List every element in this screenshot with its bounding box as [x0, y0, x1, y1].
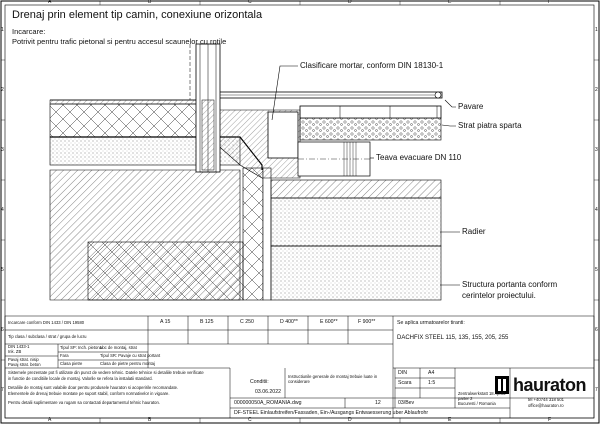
- scale-label: Scara: [398, 380, 412, 386]
- border-number: 4: [1, 207, 4, 213]
- border-number: 1: [595, 27, 598, 33]
- company-mail: office@hauraton.ro: [528, 403, 564, 408]
- load-class-row-label: Incarcare conform DIN 1433 / DIN 19580: [8, 320, 85, 325]
- din-item-right: Clasa de pietre pentru montaj: [100, 361, 155, 366]
- border-letter: B: [148, 0, 152, 5]
- din-value: A4: [428, 370, 435, 376]
- din-item: DIN 1433-1: [8, 344, 30, 349]
- title-block: [4, 315, 595, 419]
- border-number: 5: [595, 267, 598, 273]
- border-letter: B: [148, 417, 152, 423]
- class-d400: D 400**: [280, 319, 298, 325]
- border-number: 3: [1, 147, 4, 153]
- callout-foundation: Radier: [462, 227, 486, 236]
- company-address: Bucuresti / Romania: [458, 401, 496, 406]
- company-address: parter 2: [458, 396, 473, 401]
- border-number: 4: [595, 207, 598, 213]
- load-text: Potrivit pentru trafic pietonal si pentr…: [12, 37, 227, 46]
- drawing-title: Drenaj prin element tip camin, conexiune…: [12, 9, 263, 21]
- note-line: Pentru detalii suplimentare va rugam sa …: [8, 400, 161, 405]
- note-line: in functie de conditiile locale de monta…: [8, 376, 153, 381]
- footer-text: DF-STEEL Einlaufstreifen/Fassaden, Ein-/…: [234, 410, 429, 416]
- section-drawing: [49, 43, 460, 301]
- callout-structure-2: cerintelor proiectului.: [462, 291, 536, 300]
- din-item: Ink. ZB: [8, 349, 22, 354]
- class-c250: C 250: [240, 319, 254, 325]
- note-line: Elementele de drenaj trebuie montate pe …: [8, 391, 170, 396]
- callout-mortar: Clasificare mortar, conform DIN 18130-1: [300, 61, 444, 70]
- din-item: Tipul SP: Inch. pietonal: [60, 345, 103, 350]
- callout-gravel: Strat piatra sparta: [458, 121, 522, 130]
- border-letter: A: [48, 417, 52, 423]
- border-number: 3: [595, 147, 598, 153]
- drawing-date: 03.06.2022: [255, 389, 281, 395]
- applies-to-title: Se aplica urmatoarelor tiranti:: [397, 320, 465, 326]
- border-letter: C: [248, 0, 252, 5]
- border-number: 6: [1, 327, 4, 333]
- file-name: 000000050A_ROMANIA.dwg: [234, 400, 302, 406]
- din-item: Fara: [60, 353, 69, 358]
- callout-paving: Pavare: [458, 102, 484, 111]
- border-letter: C: [248, 417, 252, 423]
- border-number: 1: [1, 27, 4, 33]
- type-row-label: Tip clasa / subclasa / strat / grupa de …: [8, 334, 87, 339]
- load-label: Incarcare:: [12, 27, 46, 36]
- border-letter: F: [548, 0, 552, 5]
- din-item-right: Tipul SR: Pavaje cu strat portant: [100, 353, 161, 358]
- class-a15: A 15: [160, 319, 171, 325]
- conditions-label: Conditii:: [250, 379, 269, 385]
- border-letter: A: [48, 0, 52, 5]
- border-number: 6: [595, 327, 598, 333]
- din-item-right: Loc de montaj, strat: [100, 345, 137, 350]
- company-logo: hauraton: [513, 375, 587, 395]
- instructions-text: Instructiunile generale de montaj trebui…: [288, 374, 378, 385]
- border-number: 2: [1, 87, 4, 93]
- class-f900: F 900**: [358, 319, 376, 325]
- note-line: Detaliile de montaj sunt valabile doar p…: [8, 385, 179, 390]
- note-line: Sistemele prezentate pot fi utilizate di…: [8, 370, 204, 375]
- border-number: 7: [595, 387, 598, 393]
- scale-value: 1:5: [428, 380, 436, 386]
- class-b125: B 125: [200, 319, 214, 325]
- callout-pipe: Teava evacuare DN 110: [376, 153, 462, 162]
- logo-mark-icon: [495, 376, 509, 394]
- din-item: Pavaj strat. nisip: [8, 357, 39, 362]
- border-letter: F: [548, 417, 552, 423]
- din-label: DIN: [398, 370, 407, 376]
- din-item: Clasa pietre: [60, 361, 83, 366]
- company-tel: tel +40744 318 501: [528, 397, 564, 402]
- product-list: DACHFIX STEEL 115, 135, 155, 205, 255: [397, 335, 509, 341]
- class-e600: E 600**: [320, 319, 338, 325]
- page-number: 12: [375, 400, 381, 406]
- border-letter: E: [448, 0, 452, 5]
- border-letter: E: [448, 417, 452, 423]
- din-item: Pavaj strat. beton: [8, 362, 41, 367]
- border-letter: D: [348, 417, 352, 423]
- edition: 03/Bev: [398, 400, 415, 406]
- border-number: 7: [1, 387, 4, 393]
- border-number: 2: [595, 87, 598, 93]
- border-number: 5: [1, 267, 4, 273]
- border-letter: D: [348, 0, 352, 5]
- company-address: Zentralwerkstatt 18 Ap.95: [458, 391, 506, 396]
- callout-structure-1: Structura portanta conform: [462, 280, 558, 289]
